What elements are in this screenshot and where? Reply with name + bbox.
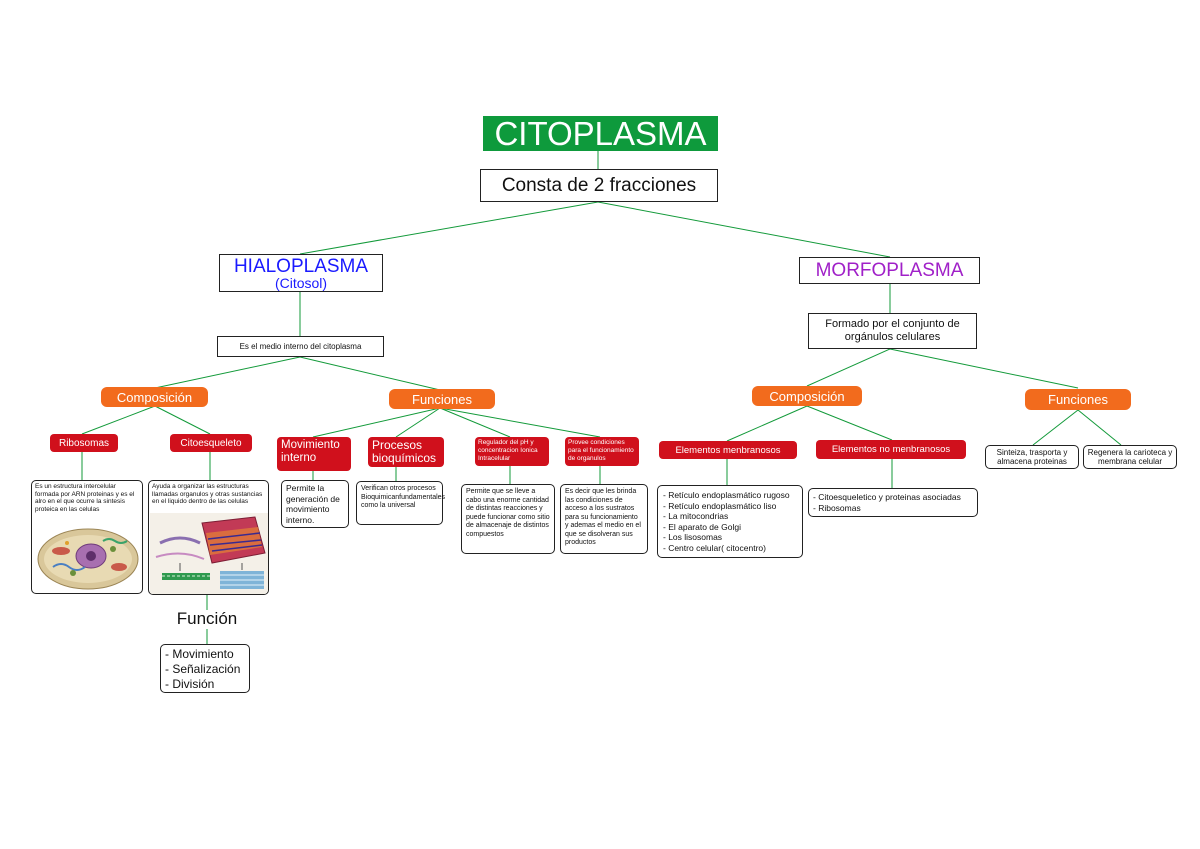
list-item: - Citoesqueletico y proteinas asociadas (813, 492, 961, 502)
morfo-funcion-sintetiza-text: Sinteiza, trasporta y almacena proteinas (996, 447, 1068, 467)
morfo-composicion-label: Composición (752, 386, 862, 406)
hialoplasma-description-text: Es el medio interno del citoplasma (239, 342, 362, 351)
morfo-funcion-regenera-box: Regenera la carioteca y membrana celular (1083, 445, 1177, 469)
funcion-movimiento-interno-label: Movimiento interno (277, 437, 351, 471)
morfoplasma-box: MORFOPLASMA (799, 257, 980, 284)
funcion-procesos-bioquimicos-box: Verifican otros procesos Bioquimicanfund… (356, 481, 446, 525)
list-item: - Los lisosomas (663, 532, 723, 542)
hialo-funciones-label: Funciones (389, 389, 495, 409)
hialoplasma-box: HIALOPLASMA (Citosol) (219, 254, 383, 292)
cytoskeleton-illustration (150, 513, 268, 594)
ribosomas-text: Ribosomas (58, 437, 110, 449)
hialoplasma-subtitle: (Citosol) (274, 275, 328, 291)
funcion-procesos-bioquimicos-text: Procesos bioquímicos (372, 438, 437, 465)
morfo-funciones-text: Funciones (1048, 392, 1108, 407)
list-item: - Movimiento (165, 647, 234, 661)
no-membranosos-label: Elementos no menbranosos (816, 440, 966, 459)
hialo-composicion-text: Composición (116, 389, 193, 405)
title-box: CITOPLASMA (483, 114, 718, 152)
funcion-procesos-bioquimicos-label: Procesos bioquímicos (368, 437, 444, 467)
animal-cell-illustration (37, 528, 139, 590)
funcion-regulador-ph-text: Regulador del pH y concentracion Ionica … (478, 439, 538, 462)
list-item: - Retículo endoplasmático rugoso (663, 490, 790, 500)
funcion-regulador-ph-label: Regulador del pH y concentracion Ionica … (475, 437, 549, 466)
citoesqueleto-text: Citoesqueleto (180, 437, 242, 449)
funcion-regulador-ph-description: Permite que se lleve a cabo una enorme c… (466, 488, 550, 538)
funcion-procesos-bioquimicos-description: Verifican otros procesos Bioquimicanfund… (361, 485, 446, 509)
hialoplasma-title: HIALOPLASMA (233, 256, 369, 277)
fractions-box: Consta de 2 fracciones (480, 169, 718, 202)
funcion-list: - Movimiento - Señalización - División (165, 647, 245, 692)
hialo-composicion-label: Composición (101, 387, 208, 407)
ribosomas-description: Es un estructura intercelular formada po… (35, 483, 135, 513)
funcion-provee-condiciones-box: Es decir que les brinda las condiciones … (560, 484, 648, 554)
list-item: - Señalización (165, 662, 241, 676)
membranosos-list: - Retículo endoplasmático rugoso - Retíc… (663, 490, 797, 553)
list-item: - Centro celular( citocentro) (663, 542, 766, 553)
funcion-list-box: - Movimiento - Señalización - División (160, 644, 250, 693)
funcion-movimiento-interno-box: Permite la generación de movimiento inte… (281, 480, 349, 528)
ribosomas-card: Es un estructura intercelular formada po… (31, 480, 143, 594)
morfo-composicion-text: Composición (769, 388, 845, 404)
morfo-funcion-sintetiza-box: Sinteiza, trasporta y almacena proteinas (985, 445, 1079, 469)
hialo-funciones-text: Funciones (412, 391, 472, 407)
citoesqueleto-label: Citoesqueleto (170, 434, 252, 452)
funcion-heading: Función (165, 609, 249, 629)
list-item: - Ribosomas (813, 502, 861, 513)
no-membranosos-list: - Citoesqueletico y proteinas asociadas … (813, 492, 973, 513)
citoesqueleto-description: Ayuda a organizar las estructuras llamad… (152, 483, 263, 505)
funcion-provee-condiciones-label: Provee condiciones para el funcionamient… (565, 437, 639, 466)
morfo-funcion-regenera-text: Regenera la carioteca y membrana celular (1087, 447, 1173, 467)
funcion-provee-condiciones-text: Provee condiciones para el funcionamient… (568, 439, 634, 462)
funcion-provee-condiciones-description: Es decir que les brinda las condiciones … (565, 488, 641, 546)
morfoplasma-title: MORFOPLASMA (815, 259, 964, 281)
morfoplasma-description-text: Formado por el conjunto de orgánulos cel… (825, 318, 960, 343)
funcion-movimiento-interno-description: Permite la generación de movimiento inte… (286, 483, 340, 525)
no-membranosos-text: Elementos no menbranosos (831, 444, 951, 455)
list-item: - El aparato de Golgi (663, 521, 741, 532)
membranosos-list-box: - Retículo endoplasmático rugoso - Retíc… (657, 485, 803, 558)
list-item: - La mitocondrias (663, 511, 729, 521)
title-text: CITOPLASMA (494, 114, 707, 152)
fractions-text: Consta de 2 fracciones (501, 174, 697, 196)
list-item: - División (165, 677, 215, 691)
citoesqueleto-card: Ayuda a organizar las estructuras llamad… (148, 480, 269, 595)
ribosomas-label: Ribosomas (50, 434, 118, 452)
morfoplasma-description: Formado por el conjunto de orgánulos cel… (808, 313, 977, 349)
morfo-funciones-label: Funciones (1025, 389, 1131, 410)
membranosos-text: Elementos menbranosos (675, 444, 781, 456)
funcion-heading-text: Función (176, 609, 238, 628)
no-membranosos-list-box: - Citoesqueletico y proteinas asociadas … (808, 488, 978, 517)
funcion-regulador-ph-box: Permite que se lleve a cabo una enorme c… (461, 484, 555, 554)
list-item: - Retículo endoplasmático liso (663, 500, 777, 511)
membranosos-label: Elementos menbranosos (659, 441, 797, 459)
hialoplasma-description: Es el medio interno del citoplasma (217, 336, 384, 357)
funcion-movimiento-interno-text: Movimiento interno (281, 439, 340, 464)
